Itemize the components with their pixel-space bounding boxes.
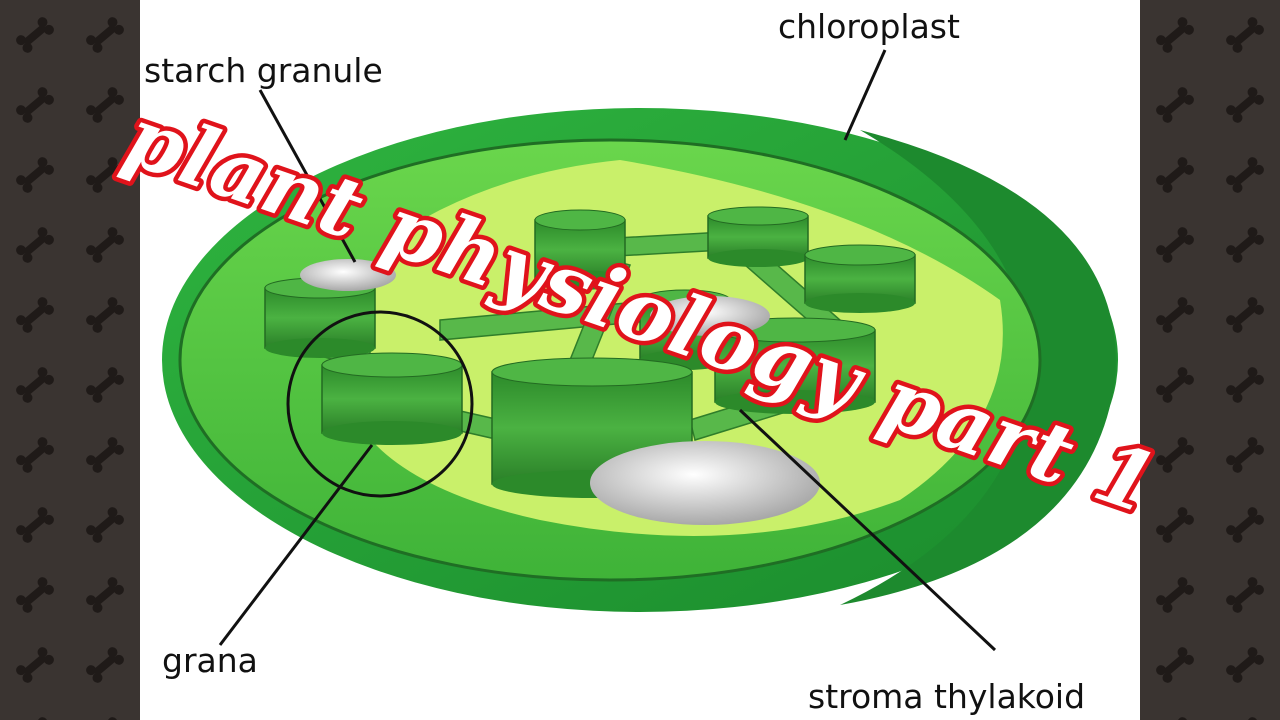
- chloroplast-label: chloroplast: [778, 10, 960, 43]
- bone-pattern-right: [1140, 0, 1280, 720]
- grana-label: grana: [162, 644, 258, 677]
- bone-pattern-left: [0, 0, 140, 720]
- granum-2: [708, 207, 808, 267]
- granum-1: [535, 210, 625, 290]
- chloroplast-diagram: [140, 0, 1140, 720]
- starch-granule-label: starch granule: [144, 54, 383, 87]
- starch-granule-small: [300, 259, 396, 291]
- starch-granule-mid: [650, 296, 770, 336]
- leader-line-chloroplast: [845, 50, 885, 140]
- right-bone-pattern-border: [1140, 0, 1280, 720]
- left-bone-pattern-border: [0, 0, 140, 720]
- stroma-thylakoid-label: stroma thylakoid: [808, 680, 1085, 713]
- diagram-canvas: chloroplast starch granule grana stroma …: [140, 0, 1140, 720]
- granum-circled: [322, 353, 462, 445]
- granum-3: [805, 245, 915, 313]
